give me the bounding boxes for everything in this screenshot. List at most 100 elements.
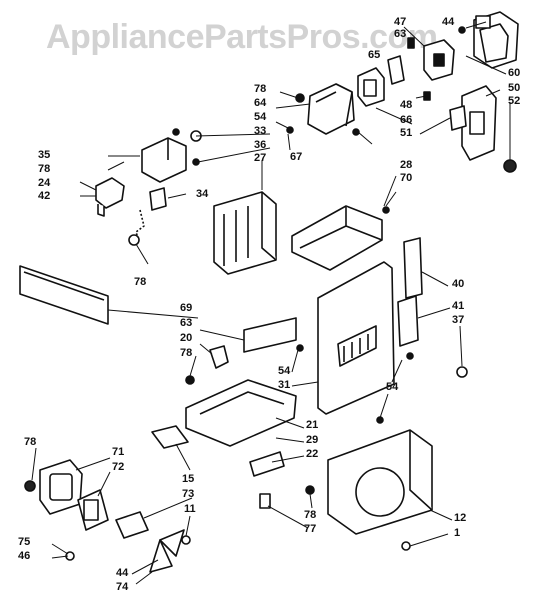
callout-78-e: 78 — [24, 436, 37, 448]
frame-part-65 — [357, 67, 385, 107]
callout-11: 11 — [184, 503, 196, 515]
shroud-part-71 — [39, 459, 83, 515]
fan-motor-part-73 — [115, 511, 149, 539]
heater-part-22 — [249, 451, 285, 477]
housing-part-60 — [473, 11, 519, 69]
plate-part-65b — [387, 55, 405, 85]
screw-d — [296, 344, 304, 352]
callout-54-c: 54 — [386, 381, 399, 393]
grommet-part-72 — [77, 489, 109, 531]
pad-part-15 — [151, 425, 189, 449]
callout-33: 33 — [254, 125, 267, 137]
watermark: AppliancePartsPros.com — [46, 18, 438, 56]
callout-24: 24 — [38, 177, 51, 189]
callout-65: 65 — [368, 49, 381, 61]
cover-part-41 — [397, 295, 419, 347]
motor-part-24 — [95, 177, 125, 217]
callout-54-b: 54 — [278, 365, 291, 377]
callout-71: 71 — [112, 446, 125, 458]
callout-37: 37 — [452, 314, 465, 326]
callout-75: 75 — [18, 536, 31, 548]
callout-72: 72 — [112, 461, 125, 473]
callout-78-d: 78 — [180, 347, 193, 359]
callout-51: 51 — [400, 127, 413, 139]
callout-22: 22 — [306, 448, 319, 460]
clip-part-77 — [259, 493, 271, 509]
clip-part-63 — [407, 37, 415, 49]
callout-42: 42 — [38, 190, 51, 202]
screw-part-44-top — [458, 26, 466, 34]
callout-66: 66 — [400, 114, 413, 126]
switch-part-34 — [149, 187, 167, 211]
plate-part-31 — [317, 261, 395, 415]
panel-part-69 — [19, 265, 109, 325]
screw-part-11 — [181, 535, 191, 545]
callout-78-f: 78 — [304, 509, 317, 521]
callout-44: 44 — [442, 16, 455, 28]
fan-housing-part-12 — [327, 429, 433, 535]
switch-part-47 — [423, 39, 455, 81]
box-part-35 — [141, 137, 187, 183]
callout-78-c: 78 — [134, 276, 147, 288]
callout-63-b: 63 — [180, 317, 193, 329]
callout-20: 20 — [180, 332, 193, 344]
callout-74: 74 — [116, 581, 129, 593]
cover-part-40 — [403, 237, 423, 299]
screw-h — [382, 206, 390, 214]
callout-31: 31 — [278, 379, 291, 391]
leader-lines — [31, 21, 511, 585]
callout-12: 12 — [454, 512, 467, 524]
callout-21: 21 — [306, 419, 319, 431]
callout-70: 70 — [400, 172, 413, 184]
callout-64: 64 — [254, 97, 267, 109]
callout-63: 63 — [394, 28, 407, 40]
screw-part-78-low — [305, 485, 315, 495]
drain-tray-part-21 — [185, 379, 297, 447]
callout-15: 15 — [182, 473, 195, 485]
callout-47: 47 — [394, 16, 407, 28]
sensor-part-37 — [456, 366, 468, 378]
callout-50: 50 — [508, 82, 521, 94]
callout-27: 27 — [254, 152, 267, 164]
callout-35: 35 — [38, 149, 51, 161]
callout-67-a: 67 — [290, 151, 303, 163]
screw-a — [172, 128, 180, 136]
screw-part-78-fan — [24, 480, 36, 492]
fan-blade-part-74 — [149, 529, 185, 573]
callout-48: 48 — [400, 99, 413, 111]
callout-73: 73 — [182, 488, 195, 500]
screw-part-78-top — [295, 93, 305, 103]
screw-part-78-mid — [185, 375, 195, 385]
callout-77: 77 — [304, 523, 317, 535]
callout-40: 40 — [452, 278, 465, 290]
callout-54-a: 54 — [254, 111, 267, 123]
callout-78-b: 78 — [38, 163, 51, 175]
screw-c — [286, 126, 294, 134]
gasket-part-51 — [449, 105, 467, 131]
callout-34: 34 — [196, 188, 209, 200]
tray-part-28 — [291, 205, 383, 271]
callout-36: 36 — [254, 139, 267, 151]
screw-f — [406, 352, 414, 360]
callout-69: 69 — [180, 302, 193, 314]
callout-29: 29 — [306, 434, 319, 446]
bulb-part-20 — [209, 345, 229, 369]
wire-lead — [135, 209, 145, 239]
screw-g — [352, 128, 360, 136]
screw-part-78-left — [128, 234, 140, 246]
callout-52: 52 — [508, 95, 521, 107]
callout-78-a: 78 — [254, 83, 267, 95]
duct-part-64 — [307, 83, 355, 135]
screw-part-1 — [401, 541, 411, 551]
callout-46: 46 — [18, 550, 31, 562]
callout-28: 28 — [400, 159, 413, 171]
screw-part-52 — [503, 159, 517, 173]
callout-41: 41 — [452, 300, 465, 312]
callout-1: 1 — [454, 527, 461, 539]
evaporator-part-27 — [213, 191, 277, 275]
bracket-part-50 — [461, 85, 497, 161]
callout-44-b: 44 — [116, 567, 129, 579]
callout-60: 60 — [508, 67, 521, 79]
plate-part-63 — [243, 317, 297, 353]
